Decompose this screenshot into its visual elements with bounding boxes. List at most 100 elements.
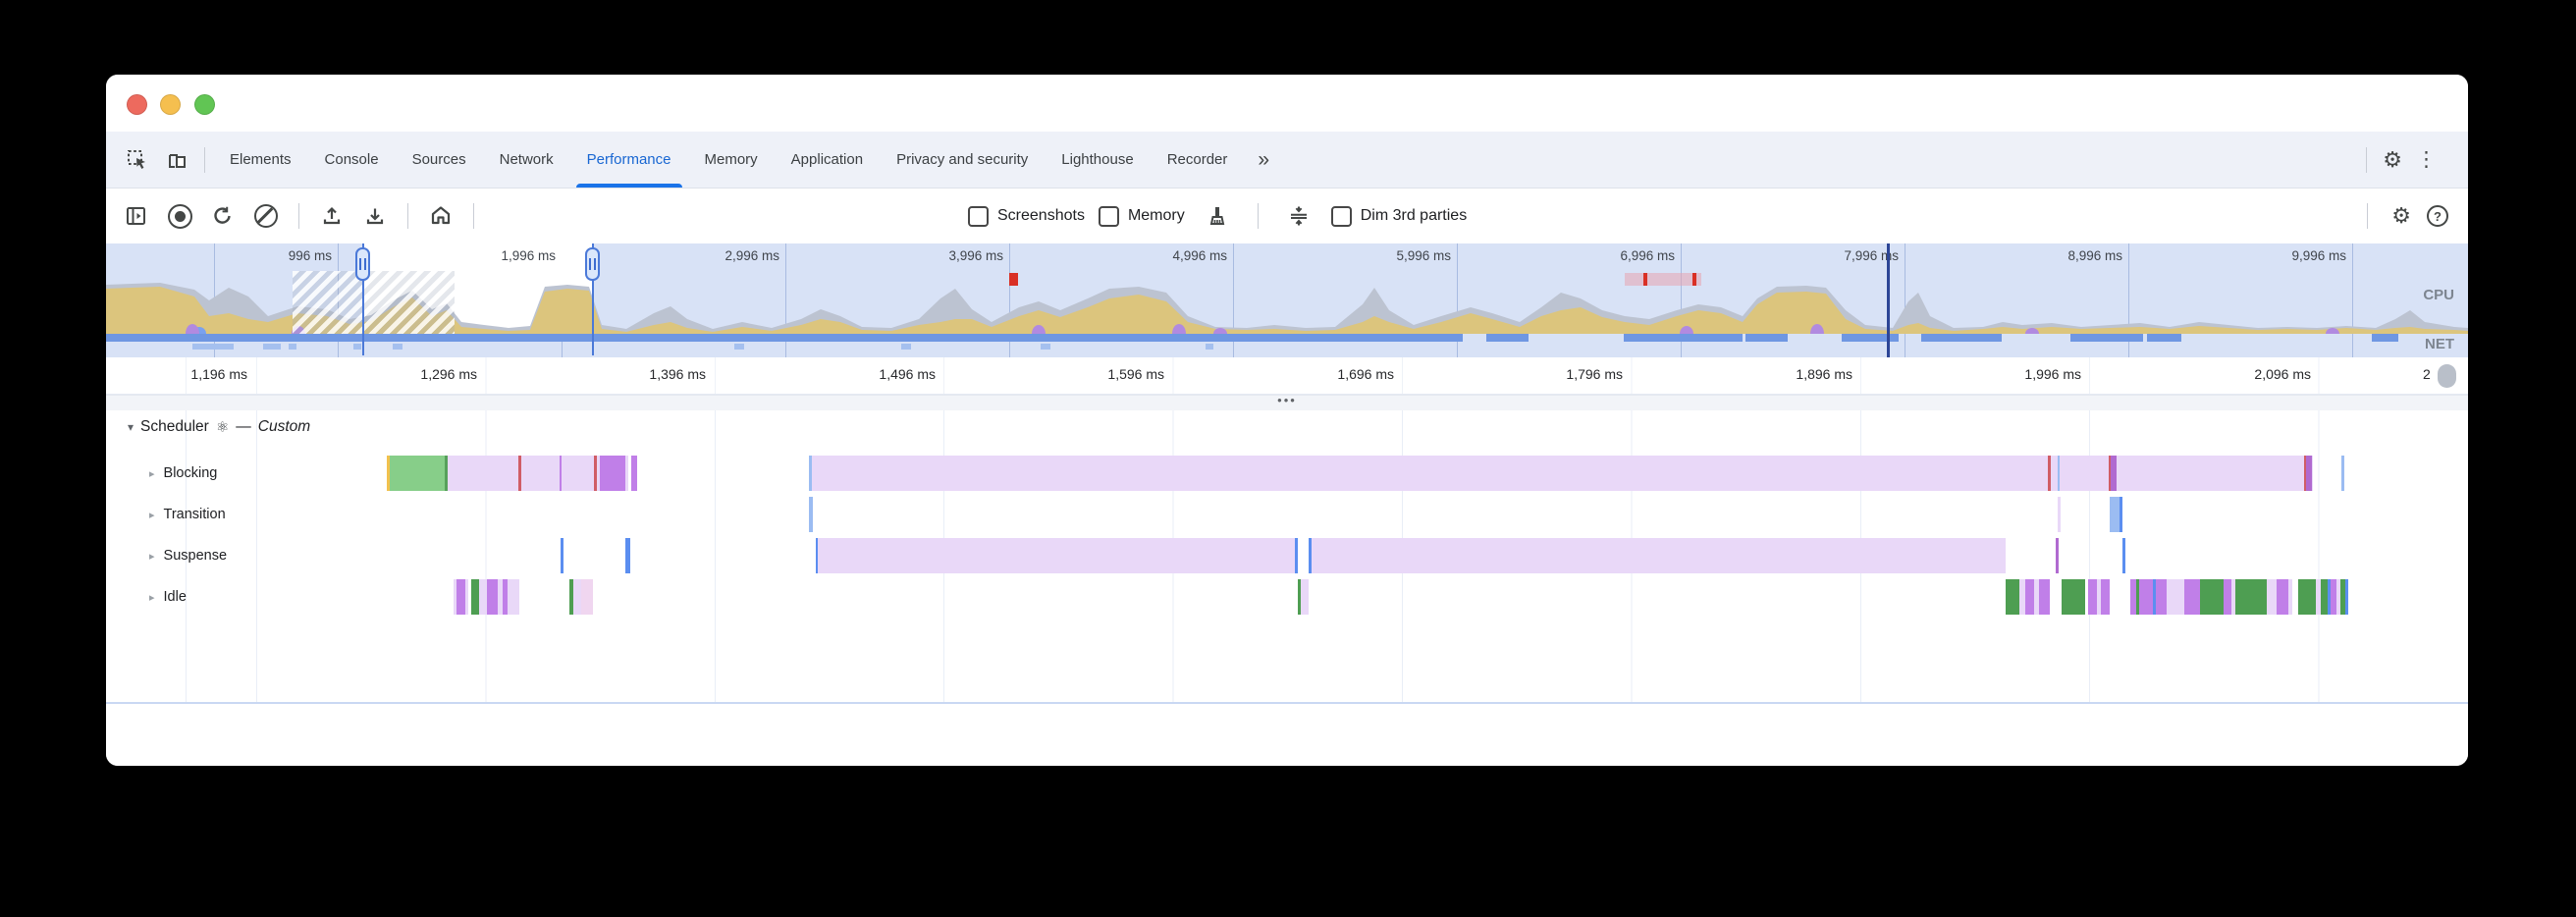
flame-bar-idle[interactable] xyxy=(2200,579,2224,615)
memory-checkbox[interactable]: Memory xyxy=(1098,205,1185,227)
dim-3rd-parties-checkbox[interactable]: Dim 3rd parties xyxy=(1330,205,1467,227)
flame-bar-suspense[interactable] xyxy=(1312,538,2006,573)
flame-bar-idle[interactable] xyxy=(2184,579,2200,615)
flame-bar-blocking[interactable] xyxy=(387,456,390,491)
flame-bar-idle[interactable] xyxy=(471,579,479,615)
flame-bar-idle[interactable] xyxy=(2153,579,2156,615)
flame-bar-blocking[interactable] xyxy=(445,456,448,491)
flame-bar-transition[interactable] xyxy=(809,497,813,532)
capture-settings-gear-icon[interactable]: ⚙ xyxy=(2391,203,2411,228)
flame-bar-blocking[interactable] xyxy=(631,456,637,491)
flame-bar-idle[interactable] xyxy=(2331,579,2336,615)
flame-bar-idle[interactable] xyxy=(2139,579,2153,615)
tab-console[interactable]: Console xyxy=(324,151,379,168)
flame-bar-suspense[interactable] xyxy=(1295,538,1298,573)
flame-bar-idle[interactable] xyxy=(573,579,581,615)
tab-elements[interactable]: Elements xyxy=(230,151,292,168)
flame-bar-blocking[interactable] xyxy=(594,456,597,491)
flame-bar-idle[interactable] xyxy=(2062,579,2085,615)
flame-bar-idle[interactable] xyxy=(479,579,487,615)
flame-bar-blocking[interactable] xyxy=(600,456,625,491)
screenshots-checkbox[interactable]: Screenshots xyxy=(968,205,1085,227)
expand-triangle-icon[interactable]: ▸ xyxy=(149,550,155,563)
flame-bar-idle[interactable] xyxy=(2277,579,2288,615)
record-icon[interactable] xyxy=(161,197,198,235)
flame-bar-suspense[interactable] xyxy=(2056,538,2059,573)
timeline-ruler[interactable]: 1,196 ms 1,296 ms 1,396 ms 1,496 ms 1,59… xyxy=(106,357,2468,395)
checkbox[interactable] xyxy=(1098,205,1119,227)
flame-bar-idle[interactable] xyxy=(2167,579,2184,615)
flame-bar-transition[interactable] xyxy=(2120,497,2122,532)
expand-triangle-icon[interactable]: ▸ xyxy=(149,591,155,604)
flame-bar-idle[interactable] xyxy=(2039,579,2050,615)
flame-bar-idle[interactable] xyxy=(2088,579,2097,615)
upload-profile-icon[interactable] xyxy=(313,197,350,235)
checkbox[interactable] xyxy=(1330,205,1352,227)
flame-bar-idle[interactable] xyxy=(487,579,498,615)
flame-bar-idle[interactable] xyxy=(2288,579,2292,615)
flame-bar-idle[interactable] xyxy=(2156,579,2167,615)
panel-splitter[interactable]: ••• xyxy=(106,393,2468,410)
flame-bar-idle[interactable] xyxy=(503,579,508,615)
flame-bar-blocking[interactable] xyxy=(2341,456,2344,491)
tab-lighthouse[interactable]: Lighthouse xyxy=(1061,151,1134,168)
zoom-window-button[interactable] xyxy=(194,94,215,115)
checkbox[interactable] xyxy=(968,205,989,227)
flame-bar-blocking[interactable] xyxy=(2058,456,2060,491)
flame-bar-idle[interactable] xyxy=(508,579,519,615)
flame-bar-idle[interactable] xyxy=(2136,579,2139,615)
flame-bar-idle[interactable] xyxy=(2321,579,2328,615)
flame-bar-idle[interactable] xyxy=(2340,579,2345,615)
flame-bar-idle[interactable] xyxy=(456,579,465,615)
help-icon[interactable]: ? xyxy=(2427,205,2448,227)
more-tabs-icon[interactable]: » xyxy=(1258,147,1270,171)
flame-bar-idle[interactable] xyxy=(581,579,593,615)
tab-memory[interactable]: Memory xyxy=(704,151,758,168)
expand-triangle-icon[interactable]: ▸ xyxy=(149,509,155,521)
flame-bar-suspense[interactable] xyxy=(561,538,564,573)
flame-bar-idle[interactable] xyxy=(498,579,503,615)
flame-bar-idle[interactable] xyxy=(2097,579,2101,615)
settings-gear-icon[interactable]: ⚙ xyxy=(2383,146,2402,172)
flame-bar-idle[interactable] xyxy=(2336,579,2340,615)
flame-bar-idle[interactable] xyxy=(1298,579,1301,615)
close-window-button[interactable] xyxy=(127,94,147,115)
flame-bar-idle[interactable] xyxy=(1301,579,1309,615)
selection-right-edge[interactable] xyxy=(592,243,594,355)
collect-garbage-icon[interactable] xyxy=(1199,197,1236,235)
flame-bar-blocking[interactable] xyxy=(390,456,445,491)
track-group-scheduler[interactable]: ▾ Scheduler ⚛ — Custom xyxy=(128,418,310,436)
selection-left-edge[interactable] xyxy=(362,243,364,355)
flame-bar-idle[interactable] xyxy=(2034,579,2039,615)
track-row-transition[interactable]: ▸ Transition xyxy=(149,507,226,522)
flame-bar-suspense[interactable] xyxy=(1309,538,1312,573)
flame-bar-blocking[interactable] xyxy=(2109,456,2111,491)
flame-bar-suspense[interactable] xyxy=(816,538,1295,573)
flame-bar-idle[interactable] xyxy=(2316,579,2321,615)
flame-bar-blocking[interactable] xyxy=(448,456,628,491)
flame-bar-suspense[interactable] xyxy=(2122,538,2125,573)
show-sidebar-icon[interactable] xyxy=(118,197,155,235)
flame-bar-idle[interactable] xyxy=(2019,579,2025,615)
flame-bar-blocking[interactable] xyxy=(2048,456,2051,491)
flame-bar-blocking[interactable] xyxy=(2306,456,2312,491)
flame-bar-blocking[interactable] xyxy=(2304,456,2306,491)
flame-bar-idle[interactable] xyxy=(2235,579,2267,615)
timing-marker-band[interactable] xyxy=(1625,273,1701,286)
flame-bar-blocking[interactable] xyxy=(2111,456,2117,491)
flame-bar-suspense[interactable] xyxy=(625,538,630,573)
flame-bar-idle[interactable] xyxy=(2025,579,2034,615)
tab-performance[interactable]: Performance xyxy=(570,132,688,188)
collapse-triangle-icon[interactable]: ▾ xyxy=(128,420,134,434)
splitter-drag-dots[interactable]: ••• xyxy=(1277,393,1297,407)
inspect-icon[interactable] xyxy=(118,140,157,180)
flame-bar-idle[interactable] xyxy=(2130,579,2136,615)
flame-bar-idle[interactable] xyxy=(2006,579,2019,615)
clear-icon[interactable] xyxy=(247,197,285,235)
flame-bar-transition[interactable] xyxy=(2058,497,2061,532)
flame-bar-idle[interactable] xyxy=(2224,579,2231,615)
flame-bar-transition[interactable] xyxy=(2110,497,2122,532)
flame-bar-idle[interactable] xyxy=(2267,579,2277,615)
flame-bar-blocking[interactable] xyxy=(560,456,562,491)
flame-chart-tracks[interactable]: ▾ Scheduler ⚛ — Custom ▸ Blocking ▸ Tran… xyxy=(106,410,2468,702)
